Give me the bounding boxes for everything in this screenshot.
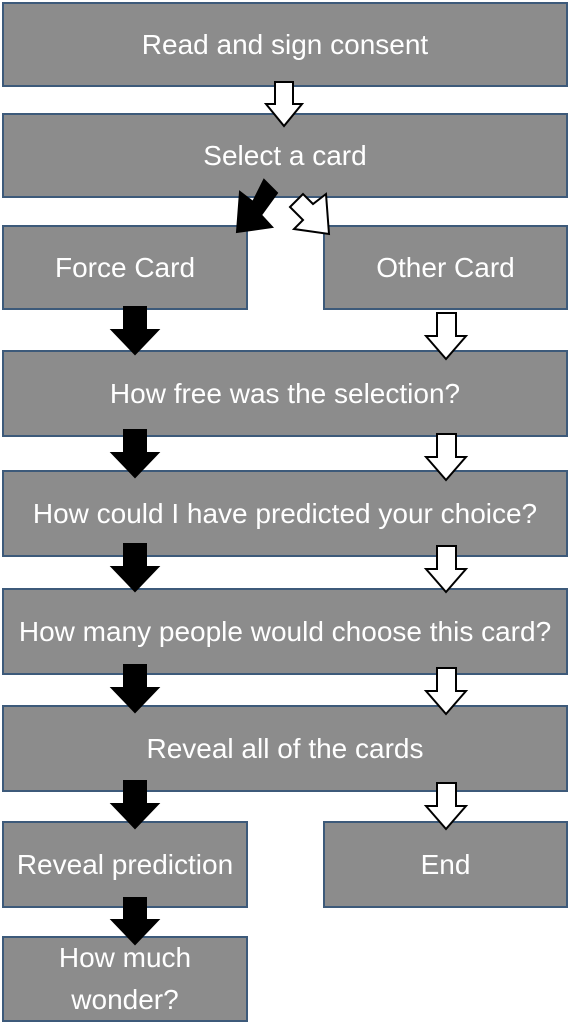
node-force-card-label: Force Card xyxy=(54,251,196,283)
arrow-down-icon xyxy=(423,545,469,594)
arrow-down-icon xyxy=(109,664,161,714)
node-end-label: End xyxy=(420,848,471,880)
arrow-down-icon xyxy=(109,780,161,830)
node-how-predicted-label: How could I have predicted your choice? xyxy=(32,497,538,529)
arrow-down-icon xyxy=(423,433,469,482)
node-reveal-prediction-label: Reveal prediction xyxy=(16,848,234,880)
node-force-card: Force Card xyxy=(2,225,248,310)
node-how-predicted: How could I have predicted your choice? xyxy=(2,470,568,557)
node-reveal-cards: Reveal all of the cards xyxy=(2,705,568,792)
node-how-free: How free was the selection? xyxy=(2,350,568,437)
node-other-card-label: Other Card xyxy=(376,251,515,283)
node-reveal-prediction: Reveal prediction xyxy=(2,821,248,908)
node-how-much-wonder: How much wonder? xyxy=(2,936,248,1022)
node-how-many-label: How many people would choose this card? xyxy=(18,615,552,647)
arrow-down-icon xyxy=(423,782,469,831)
node-how-many: How many people would choose this card? xyxy=(2,588,568,675)
node-select-card: Select a card xyxy=(2,113,568,198)
arrow-diagonal-icon xyxy=(235,178,279,234)
arrow-down-icon xyxy=(423,312,469,361)
node-other-card: Other Card xyxy=(323,225,568,310)
node-select-card-label: Select a card xyxy=(203,139,367,171)
arrow-down-icon xyxy=(109,429,161,479)
arrow-down-icon xyxy=(109,543,161,593)
node-consent-label: Read and sign consent xyxy=(141,28,429,60)
arrow-down-icon xyxy=(109,897,161,946)
arrow-down-icon xyxy=(263,81,305,128)
node-end: End xyxy=(323,821,568,908)
arrow-down-icon xyxy=(423,667,469,716)
node-consent: Read and sign consent xyxy=(2,2,568,87)
node-reveal-cards-label: Reveal all of the cards xyxy=(146,732,424,764)
node-how-free-label: How free was the selection? xyxy=(109,377,461,409)
arrow-diagonal-icon xyxy=(288,192,331,236)
arrow-down-icon xyxy=(109,306,161,356)
node-how-much-wonder-label: How much wonder? xyxy=(58,942,192,1015)
